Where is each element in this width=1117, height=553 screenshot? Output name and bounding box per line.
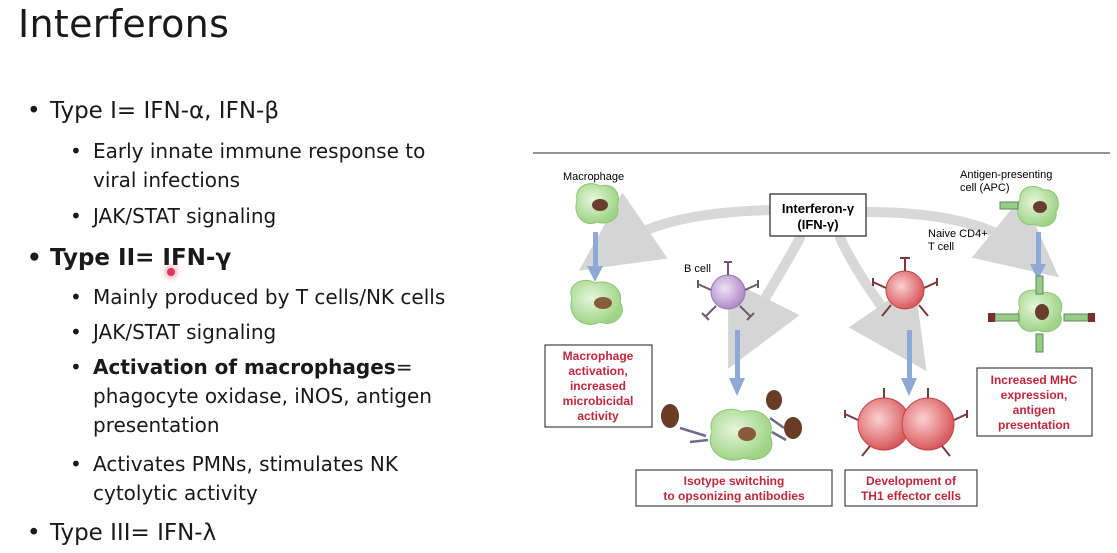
- type2-sub-produced: Mainly produced by T cells/NK cells: [93, 285, 446, 309]
- macrophage-label: Macrophage: [563, 171, 624, 183]
- bullet-type1: Type I= IFN-α, IFN-β: [50, 98, 280, 124]
- bullet-type2: Type II= IFN-γ: [50, 245, 232, 271]
- type2-sub-pmn-l2: cytolytic activity: [93, 481, 258, 505]
- sub-bullet-marker: •: [70, 320, 82, 344]
- b-cell: [697, 261, 759, 321]
- outcome-mhc-l1: Increased MHC: [991, 373, 1078, 387]
- outcome-mac-l4: microbicidal: [563, 394, 634, 408]
- activated-macrophage-cell: [570, 279, 623, 325]
- type2-sub-activation-l2: phagocyte oxidase, iNOS, antigen: [93, 384, 432, 408]
- blue-arrows: [587, 232, 1046, 396]
- activation-eq: =: [395, 355, 413, 379]
- type1-sub-jak: JAK/STAT signaling: [93, 204, 277, 228]
- type2-sub-activation: Activation of macrophages=: [93, 355, 412, 379]
- outcome-mhc-l4: presentation: [998, 418, 1070, 432]
- sub-bullet-marker: •: [70, 452, 82, 476]
- bullet-type3: Type III= IFN-λ: [50, 520, 217, 546]
- bullet-marker: •: [27, 245, 42, 271]
- bullet-marker: •: [27, 520, 41, 546]
- outcome-mhc-l2: expression,: [1001, 388, 1068, 402]
- outcome-mac-l2: activation,: [568, 364, 627, 378]
- outcome-macrophage-box: Macrophage activation, increased microbi…: [544, 344, 653, 428]
- naive-label-l2: T cell: [928, 241, 954, 253]
- sub-bullet-marker: •: [70, 139, 82, 163]
- type2-sub-pmn: Activates PMNs, stimulates NK: [93, 452, 398, 476]
- ifn-gray-arrows: [578, 192, 1059, 372]
- outcome-mhc-l3: antigen: [1013, 403, 1056, 417]
- ifn-gamma-box: Interferon-γ (IFN-γ): [769, 193, 867, 237]
- slide-title: Interferons: [18, 2, 230, 46]
- outcome-iso-l2: to opsonizing antibodies: [663, 489, 805, 503]
- laser-pointer: [167, 268, 175, 276]
- outcome-th1-l1: Development of: [866, 474, 957, 488]
- sub-bullet-marker: •: [70, 204, 82, 228]
- type1-sub-early-cont: viral infections: [93, 168, 241, 192]
- ifn-box-line1: Interferon-γ: [782, 201, 855, 216]
- outcome-isotype-box: Isotype switching to opsonizing antibodi…: [635, 469, 833, 507]
- outcome-mac-l5: activity: [577, 409, 619, 423]
- th1-cells: [844, 388, 968, 457]
- type2-sub-jak: JAK/STAT signaling: [93, 320, 277, 344]
- outcome-iso-l1: Isotype switching: [684, 474, 785, 488]
- naive-label-l1: Naive CD4+: [928, 228, 988, 240]
- type1-sub-early: Early innate immune response to: [93, 139, 426, 163]
- macrophage-cell: [575, 183, 619, 224]
- apc-mhc-cell: [988, 275, 1095, 353]
- outcome-th1-box: Development of TH1 effector cells: [844, 469, 978, 507]
- activation-bold: Activation of macrophages: [93, 355, 396, 379]
- apc-cell: [999, 185, 1059, 227]
- opsonized-macrophage: [661, 390, 802, 461]
- outcome-th1-l2: TH1 effector cells: [861, 489, 961, 503]
- apc-label-l2: cell (APC): [960, 182, 1010, 194]
- ifn-box-line2: (IFN-γ): [797, 217, 838, 232]
- naive-t-cell: [872, 257, 938, 317]
- sub-bullet-marker: •: [70, 285, 82, 309]
- outcome-mhc-box: Increased MHC expression, antigen presen…: [976, 367, 1093, 437]
- apc-label-l1: Antigen-presenting: [960, 169, 1052, 181]
- sub-bullet-marker: •: [70, 355, 82, 379]
- outcome-mac-l1: Macrophage: [563, 349, 634, 363]
- bullet-marker: •: [27, 98, 41, 124]
- bcell-label: B cell: [684, 263, 711, 275]
- outcome-mac-l3: increased: [570, 379, 626, 393]
- type2-sub-activation-l3: presentation: [93, 413, 220, 437]
